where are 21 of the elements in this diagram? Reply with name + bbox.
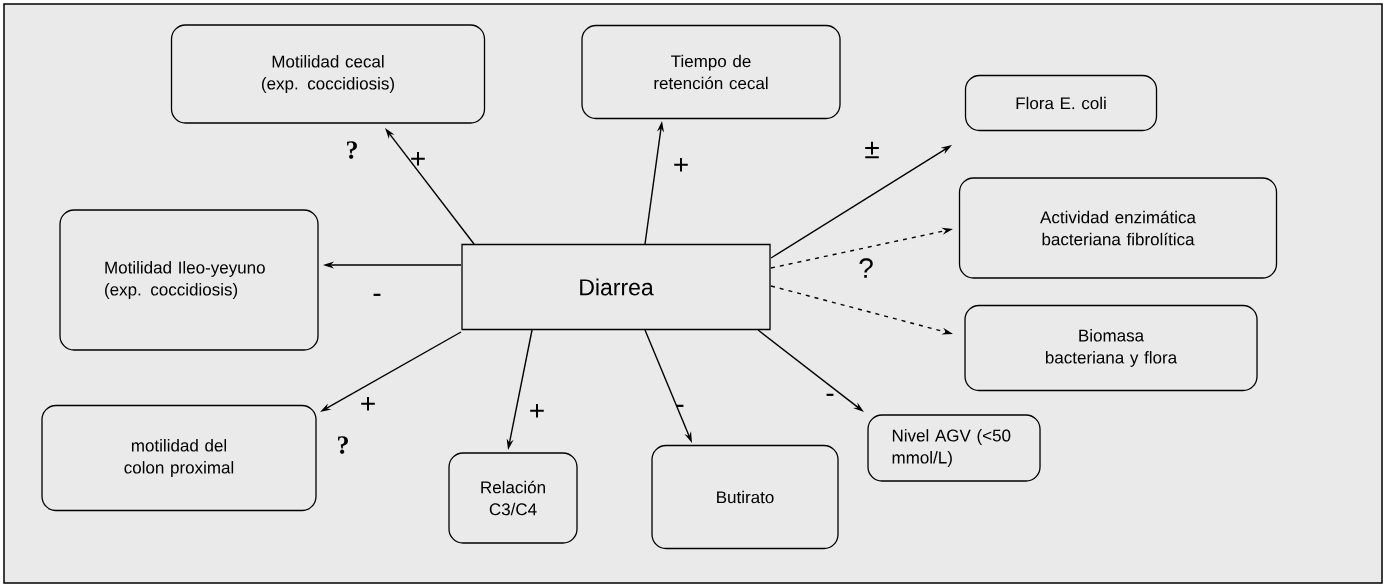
edge-label: - <box>826 393 834 396</box>
effect-box: Relación C3/C4 <box>448 452 578 544</box>
edge-label: + <box>530 403 544 418</box>
effect-box: Flora E. coli <box>964 74 1158 132</box>
edge-label: + <box>674 157 688 172</box>
effect-box: Motilidad cecal (exp. coccidiosis) <box>170 24 486 124</box>
effect-box: Nivel AGV (<50 mmol/L) <box>867 414 1041 482</box>
effect-box: Tiempo de retención cecal <box>581 24 841 120</box>
effect-box: Motilidad Ileo-yeyuno (exp. coccidiosis) <box>59 209 319 351</box>
effect-box: Biomasa bacteriana y flora <box>964 304 1258 392</box>
edge-label: + <box>361 396 375 411</box>
edge-label: ? <box>859 258 873 278</box>
effect-box: Butirato <box>651 444 839 550</box>
edge-label: - <box>373 293 381 296</box>
edge-label: ± <box>865 141 879 159</box>
edge-label: + <box>411 151 425 166</box>
effect-box: motilidad del colon proximal <box>41 404 317 512</box>
cause-box: Diarrea <box>461 243 771 331</box>
effect-box: Actividad enzimática bacteriana fibrolítica <box>958 177 1278 279</box>
question-mark: ? <box>347 141 357 159</box>
edge-label: - <box>676 404 684 407</box>
